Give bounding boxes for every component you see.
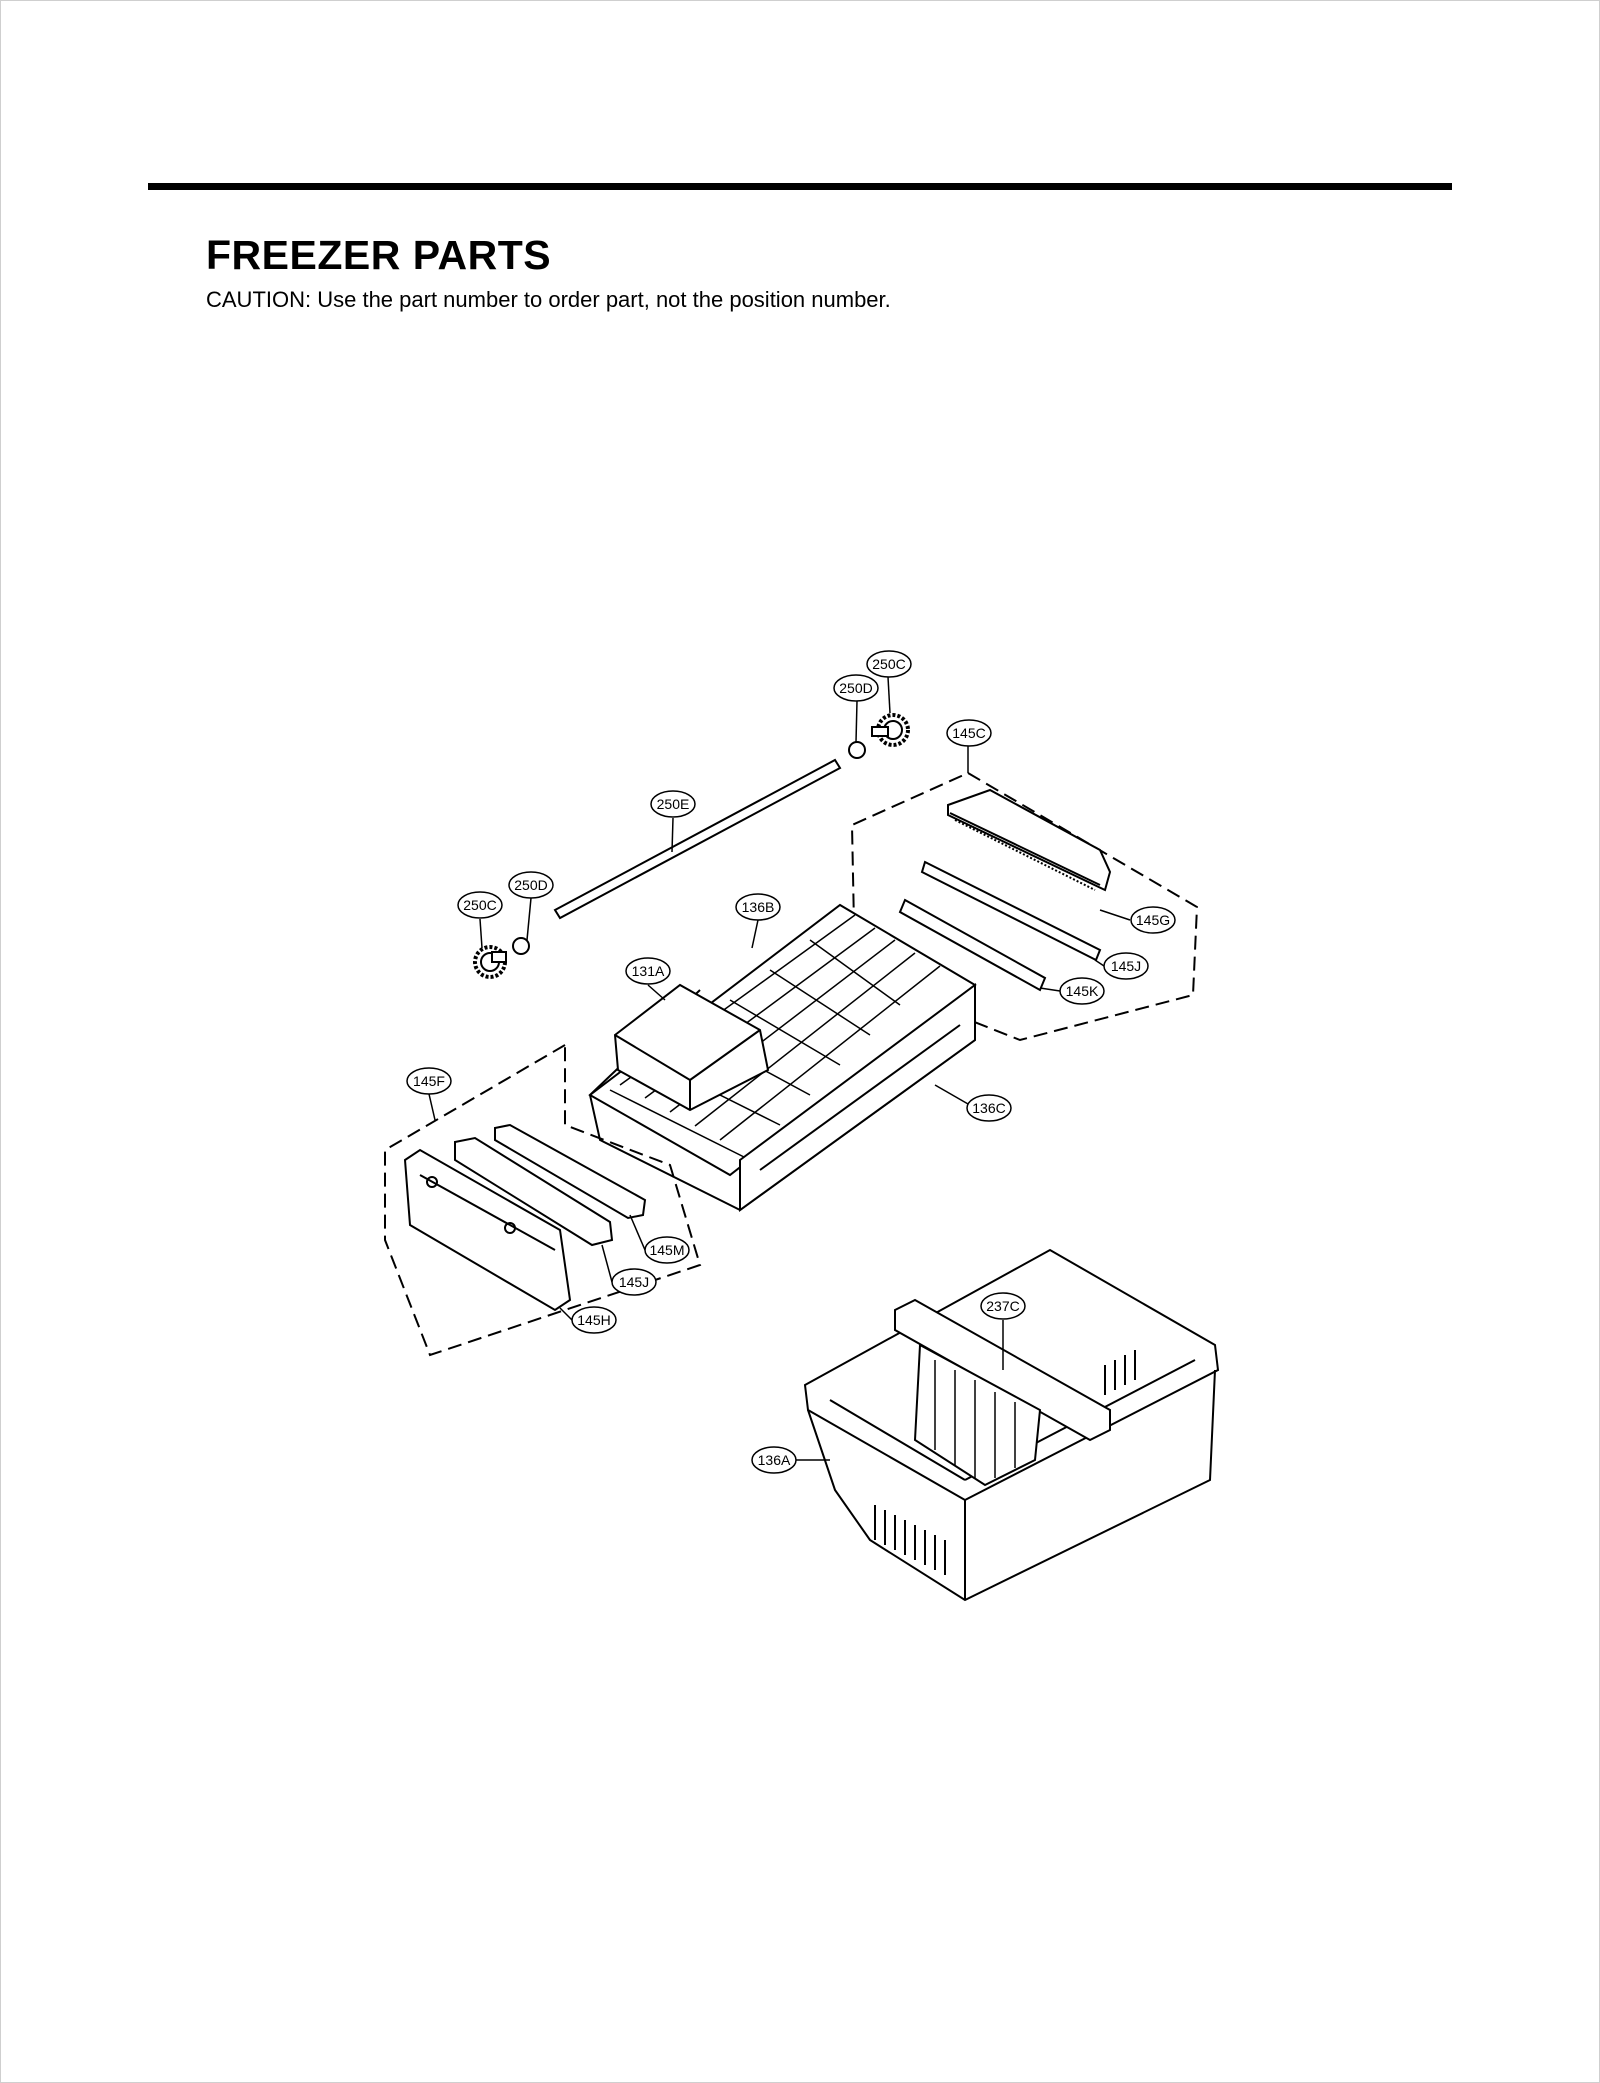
svg-text:145F: 145F (413, 1073, 445, 1089)
svg-text:250D: 250D (514, 877, 547, 893)
svg-text:145J: 145J (619, 1274, 649, 1290)
rail-part (553, 758, 842, 920)
svg-text:145C: 145C (952, 725, 985, 741)
svg-text:131A: 131A (632, 963, 665, 979)
svg-text:136A: 136A (758, 1452, 791, 1468)
svg-text:145J: 145J (1111, 958, 1141, 974)
svg-text:250E: 250E (657, 796, 690, 812)
callout-145j-left: 145J (611, 1268, 657, 1296)
caution-note: CAUTION: Use the part number to order pa… (206, 287, 891, 312)
svg-text:136C: 136C (972, 1100, 1005, 1116)
assembly-outline-145c (850, 772, 1199, 1042)
rail-145m (494, 1123, 647, 1220)
svg-text:136B: 136B (742, 899, 775, 915)
callout-250e: 250E (650, 790, 696, 818)
svg-text:145H: 145H (577, 1312, 610, 1328)
callout-250c-left: 250C (457, 891, 503, 919)
callout-250d-left: 250D (508, 871, 554, 899)
callout-131a: 131A (625, 957, 671, 985)
callout-145j-right: 145J (1103, 952, 1149, 980)
gear-part-top (848, 713, 910, 759)
rail-145k (898, 898, 1047, 992)
callout-237c: 237C (980, 1292, 1026, 1320)
svg-text:145M: 145M (649, 1242, 684, 1258)
rail-145j-left (454, 1136, 614, 1247)
svg-text:145G: 145G (1136, 912, 1170, 928)
assembly-outline-145f (384, 1044, 702, 1357)
gear-part-left (473, 937, 530, 979)
callout-145f: 145F (406, 1067, 452, 1095)
ice-bin-131a (613, 983, 770, 1112)
svg-text:237C: 237C (986, 1298, 1019, 1314)
callout-250d-top: 250D (833, 674, 879, 702)
rail-cover-145h (403, 1148, 572, 1312)
callout-136b: 136B (735, 893, 781, 921)
svg-text:250C: 250C (872, 656, 905, 672)
callout-145h: 145H (571, 1306, 617, 1334)
rail-cover-145g (947, 788, 1112, 892)
callout-145c: 145C (946, 719, 992, 747)
callout-250c-top: 250C (866, 650, 912, 678)
callout-145m: 145M (644, 1236, 690, 1264)
page-title: FREEZER PARTS (206, 232, 552, 278)
svg-text:250D: 250D (839, 680, 872, 696)
rail-145j-right (920, 860, 1102, 962)
svg-text:145K: 145K (1066, 983, 1099, 999)
callout-136c: 136C (966, 1094, 1012, 1122)
svg-text:250C: 250C (463, 897, 496, 913)
callout-145k: 145K (1059, 977, 1105, 1005)
callout-136a: 136A (751, 1446, 797, 1474)
callout-145g: 145G (1130, 906, 1176, 934)
header-rule (148, 183, 1452, 190)
